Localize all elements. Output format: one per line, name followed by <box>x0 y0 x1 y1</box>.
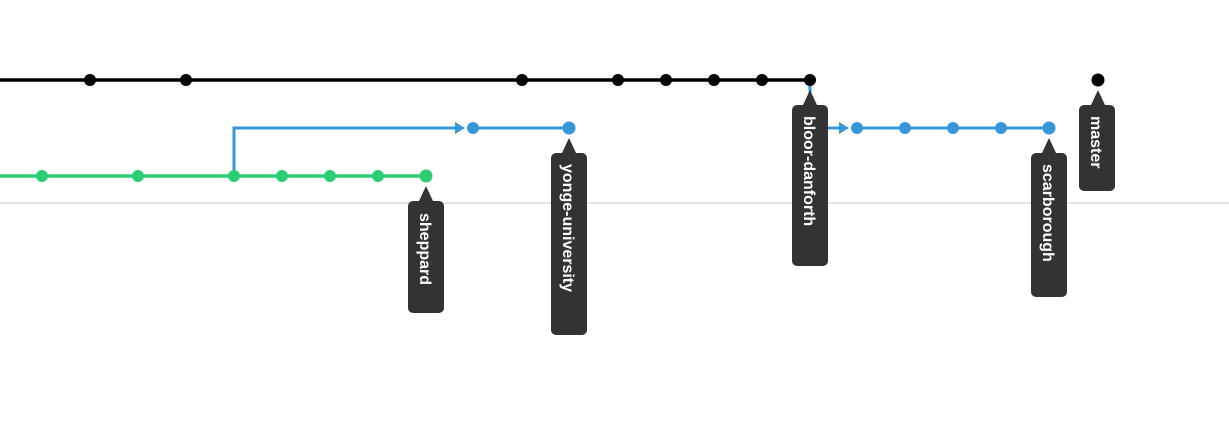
commit-dot[interactable] <box>516 74 528 86</box>
yonge-university-label-tag[interactable]: yonge-university <box>551 138 587 335</box>
commit-dot[interactable] <box>276 170 288 182</box>
scarborough-commits <box>851 121 1056 135</box>
commit-dot[interactable] <box>995 122 1007 134</box>
label-background <box>408 201 444 313</box>
yonge-university-merge-arrow <box>455 122 465 134</box>
commit-dot[interactable] <box>1091 73 1105 87</box>
commit-dot[interactable] <box>228 170 240 182</box>
label-pointer <box>1042 138 1056 153</box>
scarborough-merge-arrow <box>839 122 849 134</box>
commit-dot[interactable] <box>612 74 624 86</box>
commit-dot[interactable] <box>84 74 96 86</box>
label-pointer <box>562 138 576 153</box>
commit-dot[interactable] <box>947 122 959 134</box>
label-pointer <box>1091 90 1105 105</box>
commit-dot[interactable] <box>1042 121 1056 135</box>
master-label-tag[interactable]: master <box>1079 90 1115 191</box>
commit-dot[interactable] <box>467 122 479 134</box>
commit-dot[interactable] <box>419 169 433 183</box>
sheppard-label: sheppard <box>416 213 433 285</box>
label-pointer <box>803 90 817 105</box>
commit-dot[interactable] <box>132 170 144 182</box>
commit-dot[interactable] <box>562 121 576 135</box>
label-background <box>792 105 828 266</box>
label-pointer <box>419 186 433 201</box>
scarborough-label: scarborough <box>1039 164 1056 262</box>
commit-dot[interactable] <box>180 74 192 86</box>
bloor-danforth-label: bloor-danforth <box>800 116 817 226</box>
commit-dot[interactable] <box>899 122 911 134</box>
bloor-danforth-label-tag[interactable]: bloor-danforth <box>792 90 828 266</box>
commit-dot[interactable] <box>708 74 720 86</box>
master-commits <box>84 73 1105 87</box>
commit-dot[interactable] <box>851 122 863 134</box>
commit-dot[interactable] <box>804 74 816 86</box>
scarborough-label-tag[interactable]: scarborough <box>1031 138 1067 297</box>
sheppard-label-tag[interactable]: sheppard <box>408 186 444 313</box>
commit-dot[interactable] <box>36 170 48 182</box>
sheppard-commits <box>36 169 433 183</box>
yonge-university-label: yonge-university <box>559 164 576 292</box>
label-background <box>551 153 587 335</box>
commit-dot[interactable] <box>372 170 384 182</box>
yonge-university-branch-line <box>232 126 456 176</box>
yonge-university-commits <box>467 121 576 135</box>
commit-dot[interactable] <box>756 74 768 86</box>
label-background <box>1031 153 1067 297</box>
commit-dot[interactable] <box>324 170 336 182</box>
master-label: master <box>1087 116 1104 168</box>
commit-dot[interactable] <box>660 74 672 86</box>
label-background <box>1079 105 1115 191</box>
